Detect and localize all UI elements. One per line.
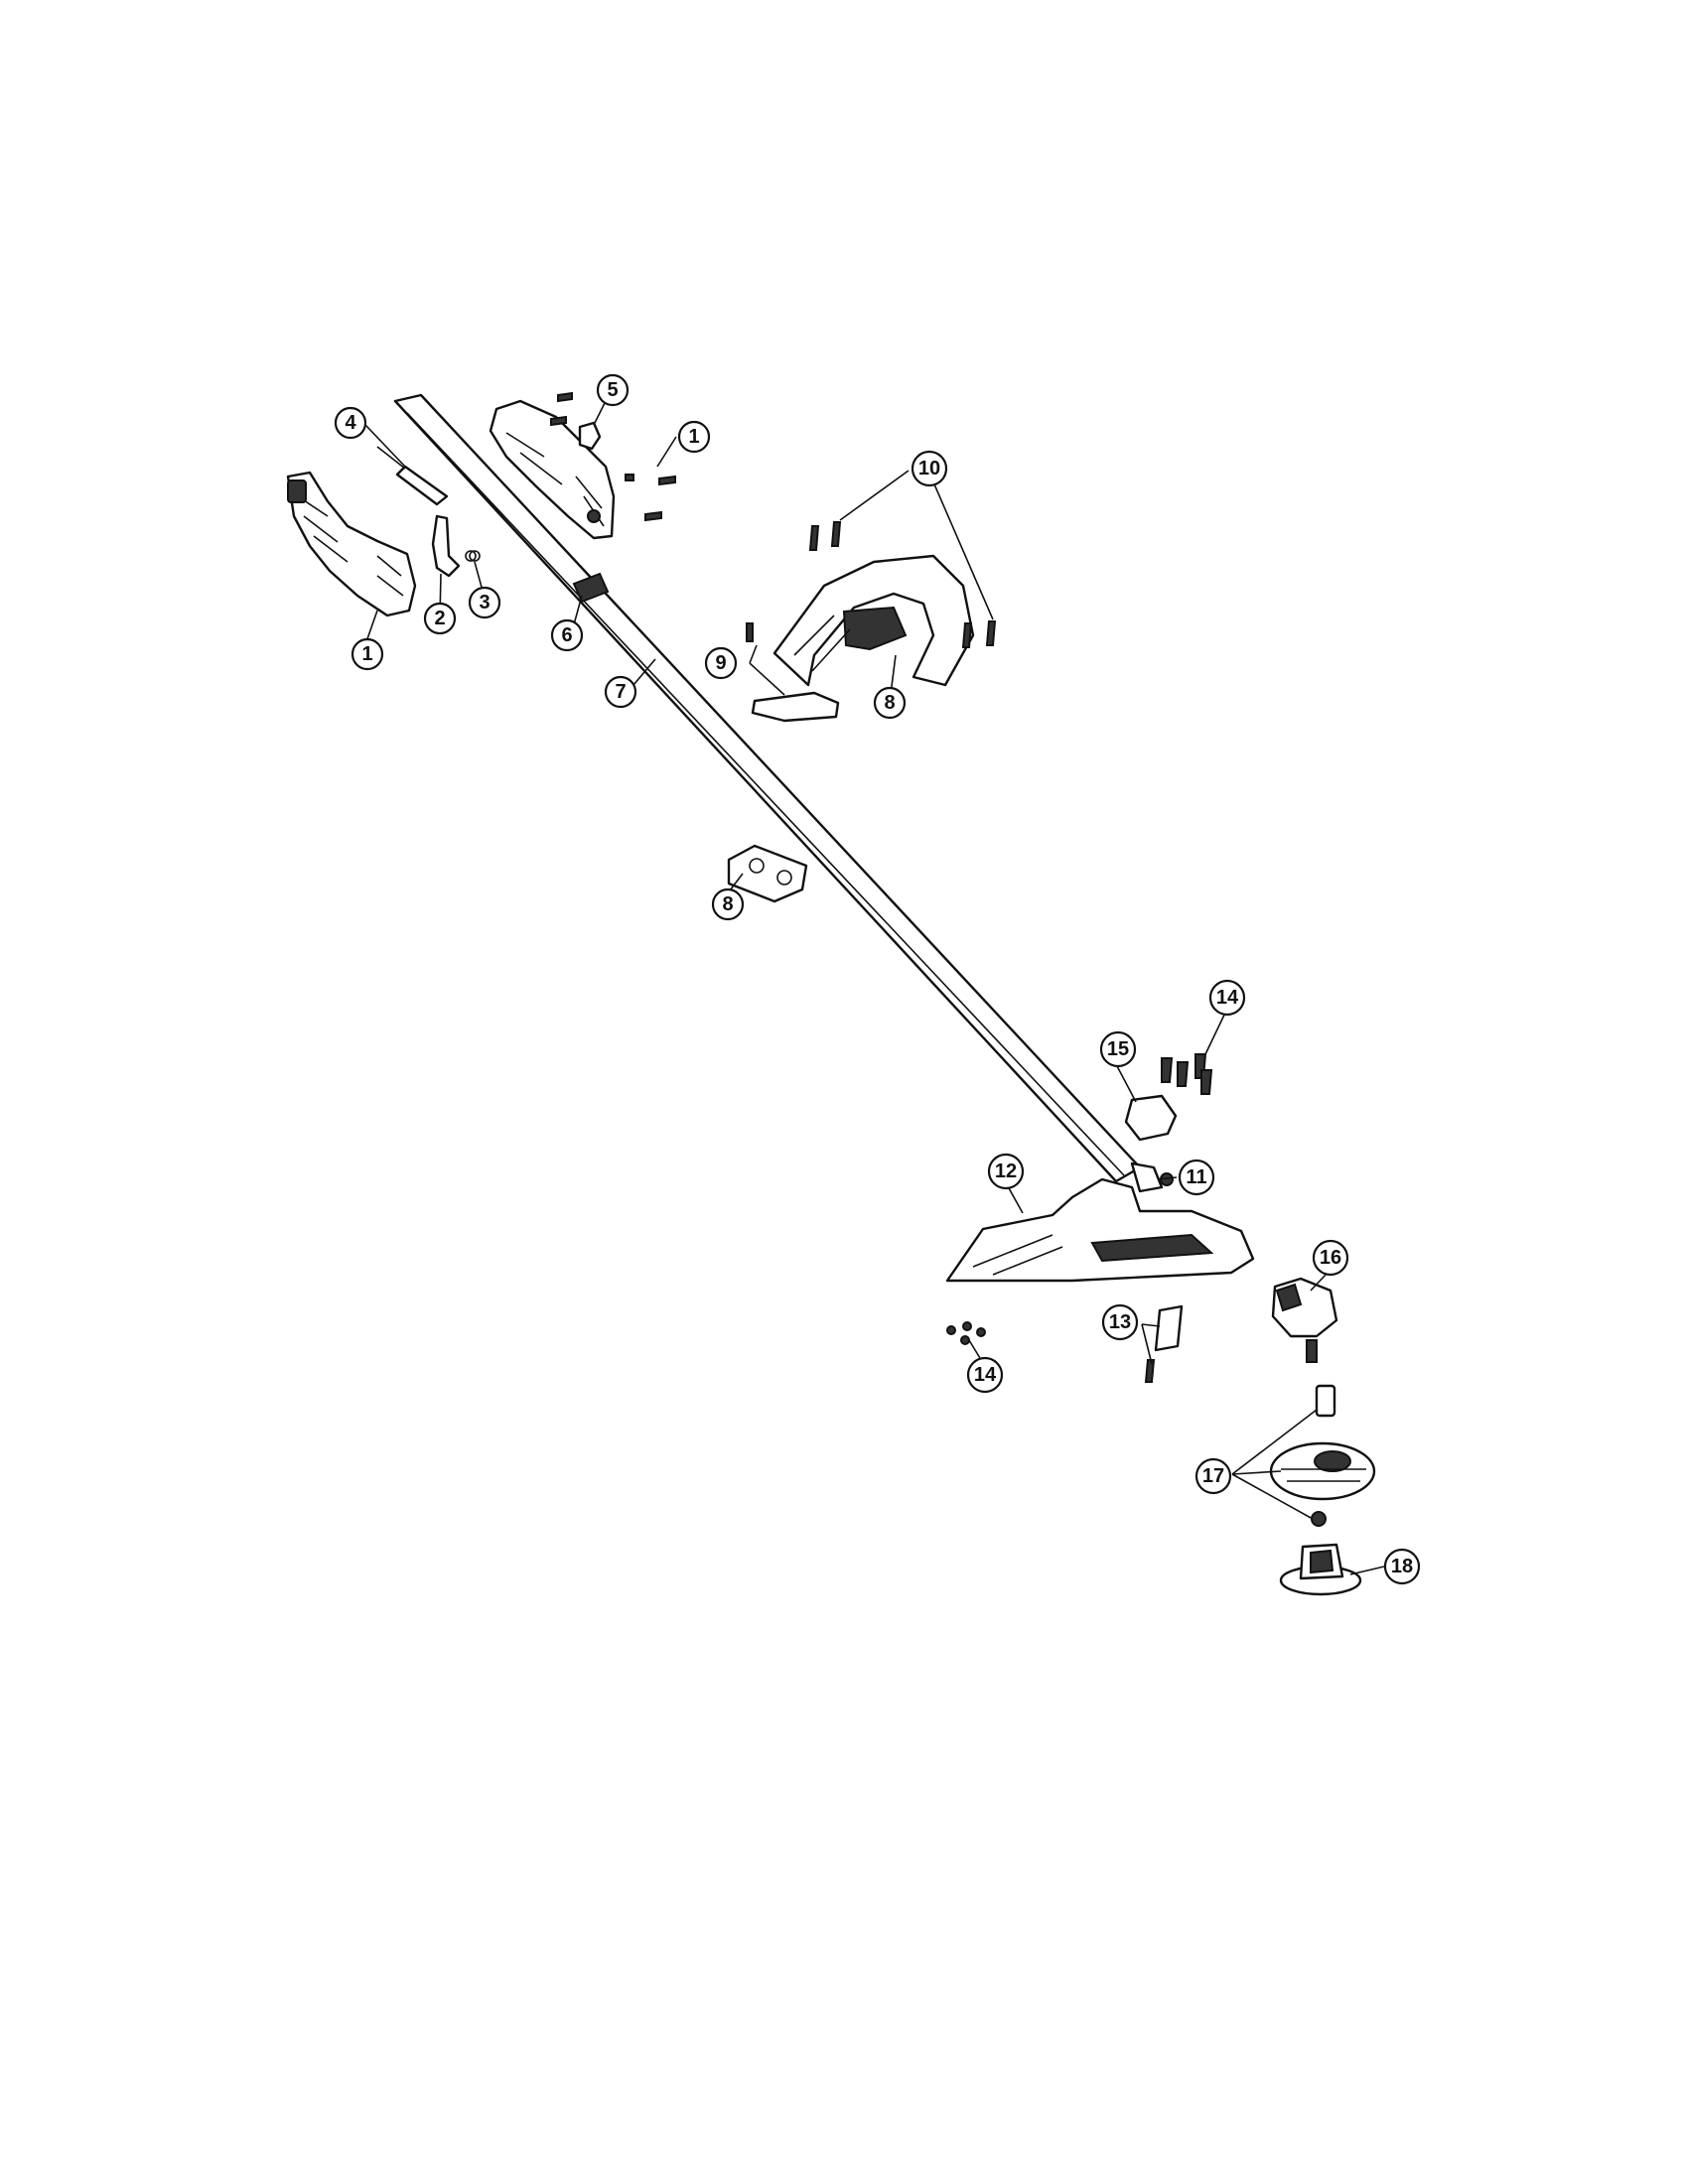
handle-clamp-upper bbox=[751, 691, 840, 723]
svg-text:4: 4 bbox=[345, 412, 356, 434]
svg-text:14: 14 bbox=[974, 1364, 997, 1386]
trigger bbox=[431, 514, 461, 578]
svg-text:16: 16 bbox=[1320, 1247, 1341, 1269]
svg-text:8: 8 bbox=[722, 893, 733, 915]
callout-14: 14 bbox=[1208, 979, 1246, 1017]
callout-18: 18 bbox=[1383, 1548, 1421, 1585]
callout-7: 7 bbox=[604, 675, 637, 709]
gear-head bbox=[1271, 1277, 1338, 1363]
shaft-tube bbox=[393, 393, 1174, 1193]
svg-text:14: 14 bbox=[1216, 987, 1239, 1009]
spring bbox=[465, 550, 481, 562]
svg-text:6: 6 bbox=[561, 624, 572, 646]
bump-knob bbox=[1279, 1543, 1362, 1596]
leader-lines bbox=[362, 390, 1385, 1575]
callout-16: 16 bbox=[1312, 1239, 1349, 1277]
callout-3: 3 bbox=[468, 586, 501, 619]
svg-text:1: 1 bbox=[361, 643, 372, 665]
svg-text:5: 5 bbox=[607, 379, 618, 401]
callout-9: 9 bbox=[704, 646, 738, 680]
switch-wire bbox=[376, 446, 449, 506]
handle-housing-right bbox=[489, 399, 616, 540]
callout-17: 17 bbox=[1194, 1457, 1232, 1495]
callout-13: 13 bbox=[1101, 1303, 1139, 1341]
guard bbox=[945, 1177, 1255, 1283]
callout-10: 10 bbox=[911, 450, 948, 487]
svg-text:17: 17 bbox=[1202, 1465, 1224, 1487]
svg-text:13: 13 bbox=[1109, 1311, 1131, 1333]
handle-clamp-lower bbox=[727, 844, 808, 903]
callout-12: 12 bbox=[987, 1153, 1025, 1190]
callout-1: 1 bbox=[677, 420, 711, 454]
callout-11: 11 bbox=[1178, 1159, 1215, 1196]
callout-6: 6 bbox=[550, 618, 584, 652]
assist-handle bbox=[772, 554, 975, 687]
svg-text:12: 12 bbox=[995, 1160, 1017, 1182]
callout-15: 15 bbox=[1099, 1030, 1137, 1068]
guard-nuts bbox=[946, 1321, 986, 1345]
svg-text:9: 9 bbox=[715, 652, 726, 674]
switch-bracket bbox=[578, 421, 602, 451]
svg-text:3: 3 bbox=[479, 592, 490, 614]
callout-14: 14 bbox=[966, 1356, 1004, 1394]
svg-text:7: 7 bbox=[615, 681, 626, 703]
svg-text:15: 15 bbox=[1107, 1038, 1129, 1060]
svg-text:10: 10 bbox=[918, 458, 940, 479]
callout-8: 8 bbox=[873, 686, 907, 720]
svg-text:18: 18 bbox=[1391, 1556, 1413, 1577]
callout-8: 8 bbox=[711, 887, 745, 921]
svg-text:1: 1 bbox=[688, 426, 699, 448]
svg-text:8: 8 bbox=[884, 692, 895, 714]
line-cutter-blade bbox=[1144, 1304, 1184, 1383]
callout-5: 5 bbox=[596, 373, 630, 407]
bracket-screws bbox=[1161, 1053, 1213, 1095]
spool-hub-assembly bbox=[1269, 1384, 1376, 1527]
callout-2: 2 bbox=[423, 602, 457, 635]
handle-housing-left bbox=[286, 471, 417, 617]
callout-4: 4 bbox=[334, 406, 367, 440]
svg-text:2: 2 bbox=[434, 608, 445, 629]
mounting-bracket bbox=[1124, 1094, 1178, 1142]
handle-screws bbox=[550, 391, 676, 522]
callout-1: 1 bbox=[351, 637, 384, 671]
assist-handle-screws bbox=[746, 521, 997, 648]
svg-text:11: 11 bbox=[1186, 1166, 1206, 1188]
